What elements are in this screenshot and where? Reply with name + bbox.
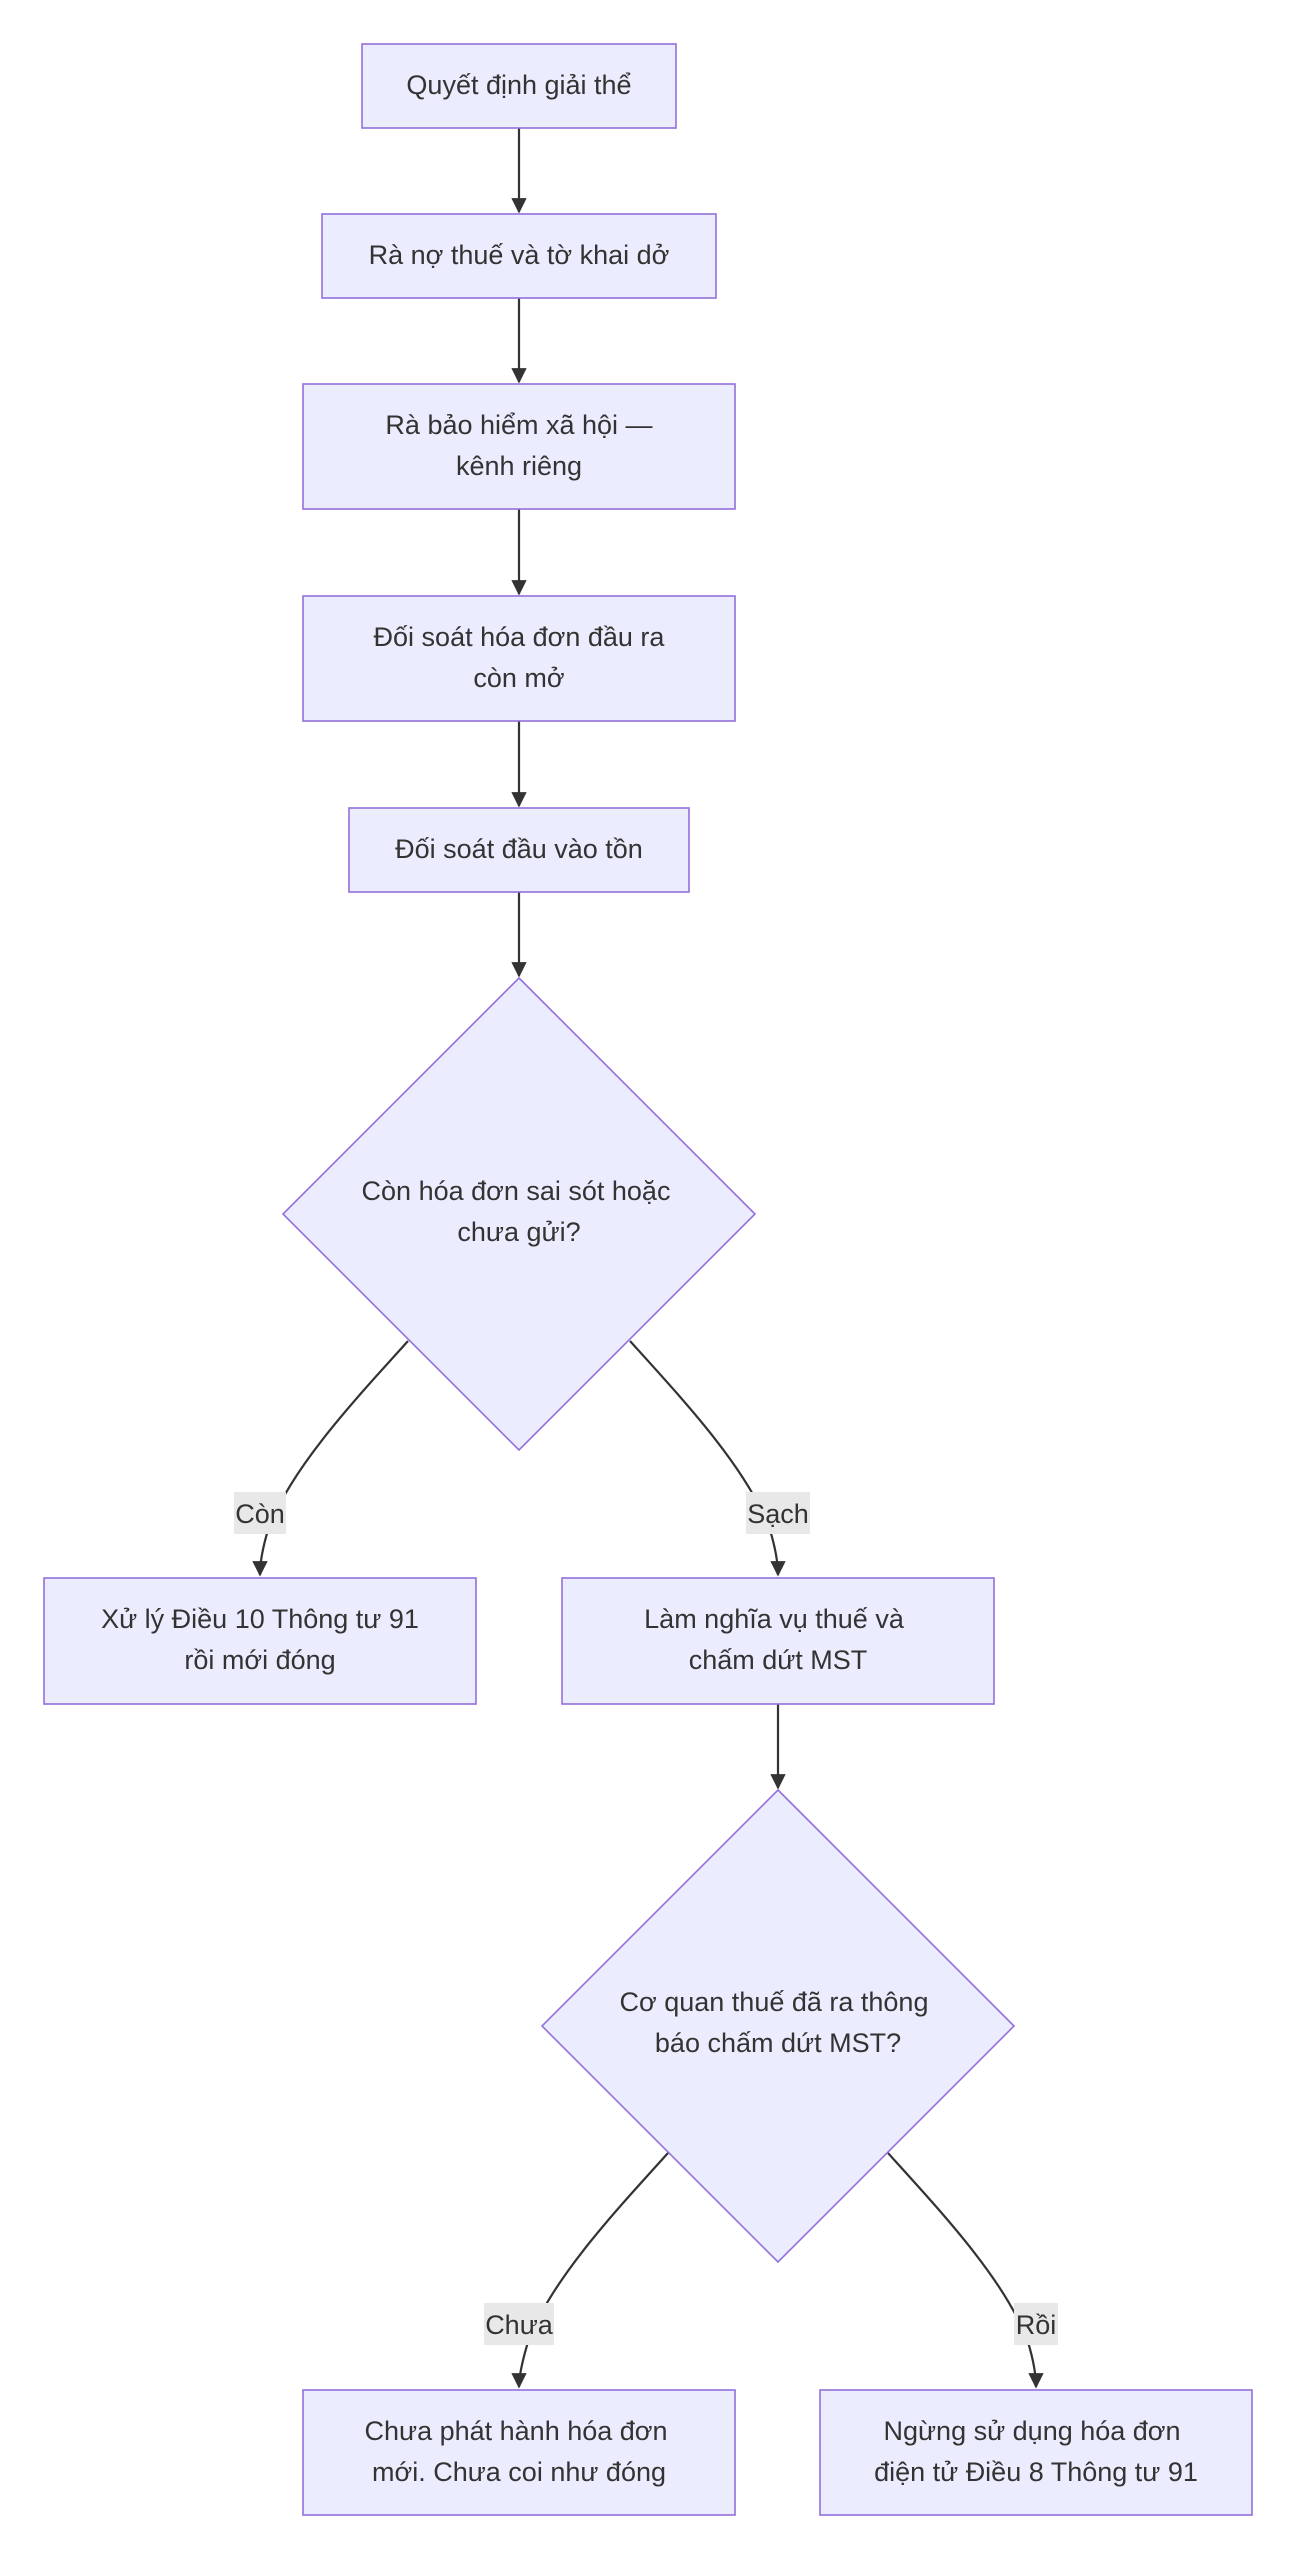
edge-invoice-decision-con	[252, 1340, 409, 1577]
edge-invoice-decision-sach	[629, 1340, 786, 1577]
svg-text:Chưa: Chưa	[485, 2310, 554, 2340]
svg-text:Quyết định giải thể: Quyết định giải thể	[406, 70, 631, 100]
svg-text:chấm dứt MST: chấm dứt MST	[689, 1645, 868, 1675]
svg-text:Cơ quan thuế đã ra thông: Cơ quan thuế đã ra thông	[620, 1987, 929, 2017]
svg-text:rồi mới đóng: rồi mới đóng	[184, 1645, 335, 1675]
svg-text:điện tử Điều 8 Thông tư 91: điện tử Điều 8 Thông tư 91	[874, 2457, 1198, 2487]
edge-notice-decision-roi	[887, 2152, 1044, 2389]
svg-text:Đối soát đầu vào tồn: Đối soát đầu vào tồn	[395, 834, 643, 864]
svg-text:mới. Chưa coi như đóng: mới. Chưa coi như đóng	[372, 2457, 666, 2487]
edge-label-con: Còn	[234, 1492, 286, 1534]
node-reconcile-input: Đối soát đầu vào tồn	[348, 807, 690, 893]
node-stop-e-invoice: Ngừng sử dụng hóa đơn điện tử Điều 8 Thô…	[819, 2389, 1253, 2516]
node-not-closed: Chưa phát hành hóa đơn mới. Chưa coi như…	[302, 2389, 736, 2516]
svg-text:Đối soát hóa đơn đầu ra: Đối soát hóa đơn đầu ra	[374, 622, 666, 652]
node-invoice-error-decision: Còn hóa đơn sai sót hoặc chưa gửi?	[281, 976, 757, 1452]
svg-text:Còn: Còn	[235, 1499, 285, 1529]
svg-text:kênh riêng: kênh riêng	[456, 451, 582, 481]
node-dissolution-decision: Quyết định giải thể	[361, 43, 677, 129]
node-tax-notice-decision: Cơ quan thuế đã ra thông báo chấm dứt MS…	[540, 1788, 1016, 2264]
svg-text:còn mở: còn mở	[473, 663, 564, 693]
edge-notice-decision-chua	[511, 2152, 669, 2389]
node-reconcile-output-invoices: Đối soát hóa đơn đầu ra còn mở	[302, 595, 736, 722]
svg-text:Xử lý Điều 10 Thông tư 91: Xử lý Điều 10 Thông tư 91	[101, 1604, 419, 1634]
edge-label-chua: Chưa	[484, 2303, 554, 2345]
svg-text:Rà nợ thuế và tờ khai dở: Rà nợ thuế và tờ khai dở	[369, 240, 670, 270]
svg-text:Ngừng sử dụng hóa đơn: Ngừng sử dụng hóa đơn	[883, 2416, 1180, 2446]
edge-label-sach: Sạch	[746, 1492, 810, 1534]
svg-text:Chưa phát hành hóa đơn: Chưa phát hành hóa đơn	[364, 2416, 667, 2446]
node-fulfil-obligations: Làm nghĩa vụ thuế và chấm dứt MST	[561, 1577, 995, 1705]
edge-label-roi: Rồi	[1014, 2303, 1058, 2345]
svg-text:Còn hóa đơn sai sót hoặc: Còn hóa đơn sai sót hoặc	[362, 1176, 671, 1206]
node-handle-article-10: Xử lý Điều 10 Thông tư 91 rồi mới đóng	[43, 1577, 477, 1705]
node-review-tax-debt: Rà nợ thuế và tờ khai dở	[321, 213, 717, 299]
svg-text:báo chấm dứt MST?: báo chấm dứt MST?	[655, 2028, 901, 2058]
svg-text:Làm nghĩa vụ thuế và: Làm nghĩa vụ thuế và	[644, 1604, 905, 1634]
node-review-social-insurance: Rà bảo hiểm xã hội — kênh riêng	[302, 383, 736, 510]
svg-text:Rà bảo hiểm xã hội —: Rà bảo hiểm xã hội —	[385, 410, 652, 440]
svg-text:Rồi: Rồi	[1016, 2310, 1057, 2340]
svg-text:chưa gửi?: chưa gửi?	[457, 1217, 580, 1247]
svg-text:Sạch: Sạch	[747, 1499, 809, 1529]
